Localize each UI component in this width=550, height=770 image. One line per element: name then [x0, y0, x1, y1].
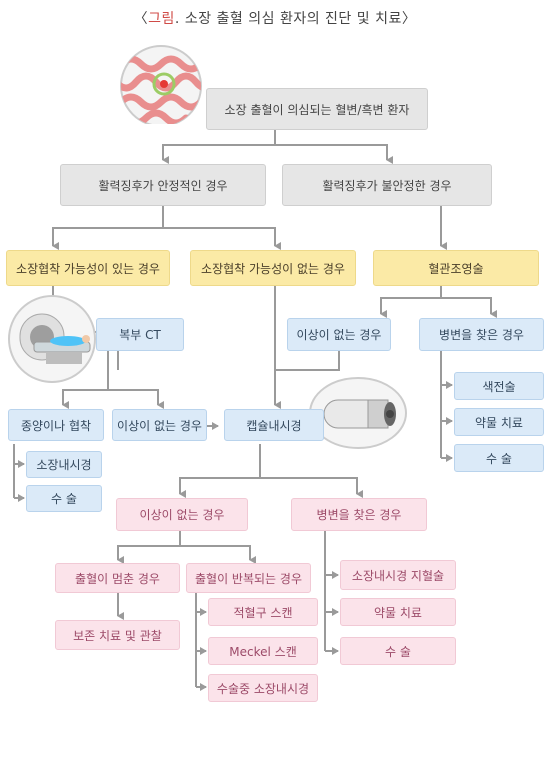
angio-normal-box: 이상이 없는 경우: [287, 318, 391, 351]
title-prefix: 〈: [133, 11, 149, 27]
unstable-vitals-box: 활력징후가 불안정한 경우: [282, 164, 492, 206]
capsule-normal-box: 이상이 없는 경우: [116, 498, 248, 531]
stricture-possible-box: 소장협착 가능성이 있는 경우: [6, 250, 170, 286]
intraop-endoscopy-box: 수술중 소장내시경: [208, 674, 318, 702]
angio-surgery-box: 수 술: [454, 444, 544, 472]
title-highlight: 그림: [148, 11, 175, 27]
angiography-box: 혈관조영술: [373, 250, 539, 286]
lesion-surgery-box: 수 술: [340, 637, 456, 665]
capsule-endoscopy-box: 캡슐내시경: [224, 409, 324, 441]
meckel-scan-box: Meckel 스캔: [208, 637, 318, 665]
rbc-scan-box: 적혈구 스캔: [208, 598, 318, 626]
capsule-lesion-box: 병변을 찾은 경우: [291, 498, 427, 531]
stable-vitals-box: 활력징후가 안정적인 경우: [60, 164, 266, 206]
angio-lesion-box: 병변을 찾은 경우: [419, 318, 544, 351]
ct-normal-box: 이상이 없는 경우: [112, 409, 207, 441]
endoscopic-hemostasis-box: 소장내시경 지혈술: [340, 560, 456, 590]
root-box: 소장 출혈이 의심되는 혈변/흑변 환자: [206, 88, 428, 130]
embolization-box: 색전술: [454, 372, 544, 400]
stricture-unlikely-box: 소장협착 가능성이 없는 경우: [190, 250, 356, 286]
ct-scanner-icon: [6, 294, 98, 384]
capsule-endoscope-icon: [306, 376, 410, 450]
figure-title: 〈그림. 소장 출혈 의심 환자의 진단 및 치료〉: [0, 8, 550, 28]
bleeding-stopped-box: 출혈이 멈춘 경우: [55, 563, 180, 593]
title-rest: . 소장 출혈 의심 환자의 진단 및 치료〉: [174, 11, 417, 27]
intestine-icon: [116, 44, 216, 127]
angio-drug-box: 약물 치료: [454, 408, 544, 436]
conservative-care-box: 보존 치료 및 관찰: [55, 620, 180, 650]
tumor-surgery-box: 수 술: [26, 485, 102, 512]
abdominal-ct-box: 복부 CT: [96, 318, 184, 351]
lesion-drug-box: 약물 치료: [340, 598, 456, 626]
tumor-endoscopy-box: 소장내시경: [26, 451, 102, 478]
bleeding-recurrent-box: 출혈이 반복되는 경우: [186, 563, 311, 593]
tumor-stricture-box: 종양이나 협착: [8, 409, 104, 441]
